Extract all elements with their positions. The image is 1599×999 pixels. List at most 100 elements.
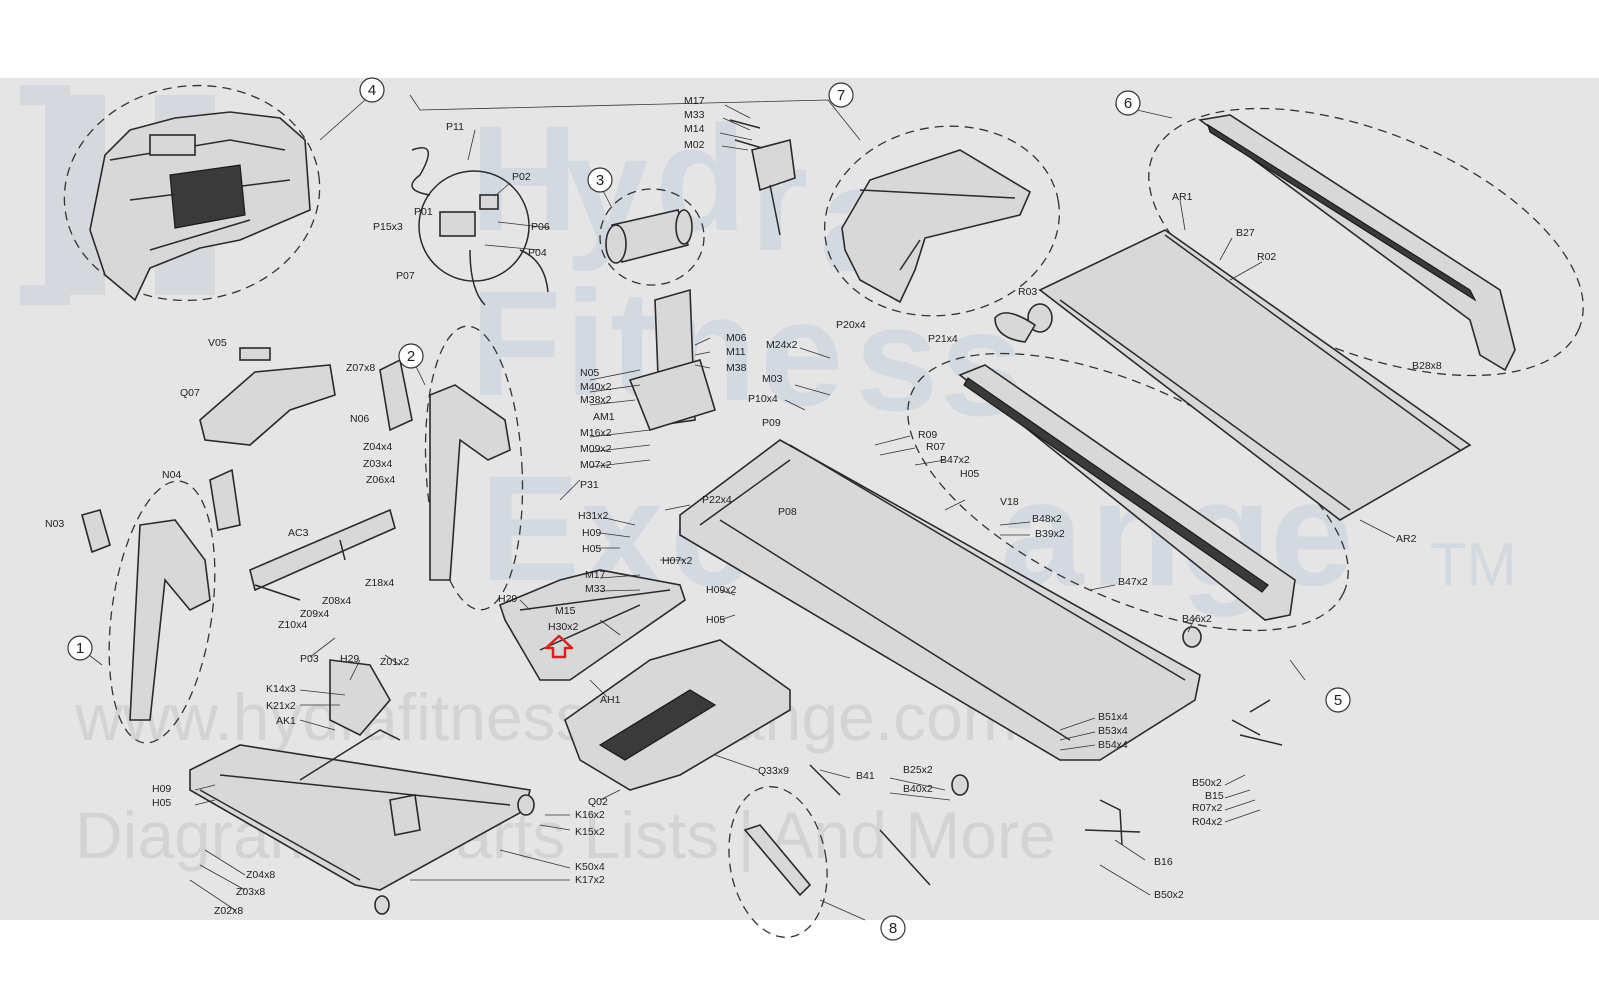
- svg-text:4: 4: [368, 82, 376, 99]
- watermark-letter: r: [750, 114, 808, 282]
- part-label: V05: [208, 337, 227, 349]
- watermark-letter: F: [470, 259, 562, 427]
- part-label: B46x2: [1182, 613, 1212, 625]
- part-label: H05: [706, 614, 725, 626]
- part-label: B50x2: [1192, 777, 1222, 789]
- part-label: B27: [1236, 227, 1255, 239]
- part-label: N06: [350, 413, 369, 425]
- part-label: Z04x4: [363, 441, 392, 453]
- part-lift-motor: [729, 119, 796, 236]
- part-label: H09: [152, 783, 171, 795]
- part-label: R03: [1018, 286, 1037, 298]
- part-label: AM1: [593, 411, 615, 423]
- part-label: K15x2: [575, 826, 605, 838]
- part-label: K17x2: [575, 874, 605, 886]
- part-label: B25x2: [903, 764, 933, 776]
- callout-6: 6: [1115, 90, 1141, 116]
- part-label: P09: [762, 417, 781, 429]
- part-label: AC3: [288, 527, 309, 539]
- part-label: P07: [396, 270, 415, 282]
- watermark-letter: i: [565, 259, 607, 427]
- part-label: N05: [580, 367, 599, 379]
- part-label: H07x2: [662, 555, 693, 567]
- watermark-letter: H: [470, 94, 578, 262]
- part-label: AR1: [1172, 191, 1193, 203]
- callout-7: 7: [828, 82, 854, 108]
- part-label: P04: [528, 247, 547, 259]
- svg-text:3: 3: [596, 172, 604, 189]
- leader-lines: [79, 94, 1396, 921]
- part-label: K16x2: [575, 809, 605, 821]
- part-label: M33: [585, 583, 606, 595]
- part-label: M11: [726, 346, 746, 358]
- part-label: M15: [555, 605, 576, 617]
- part-upright-left: [81, 468, 241, 721]
- part-label: M40x2: [580, 381, 612, 393]
- part-label: Z08x4: [322, 595, 351, 607]
- part-crossbar-ac3: [249, 508, 396, 601]
- part-label: N04: [162, 469, 181, 481]
- part-label: M06: [726, 332, 747, 344]
- part-label: H31x2: [578, 510, 609, 522]
- part-label: R04x2: [1192, 816, 1223, 828]
- callout-2: 2: [398, 343, 424, 369]
- callout-4: 4: [359, 77, 385, 103]
- part-label: M17: [684, 95, 705, 107]
- part-incline-frame: [628, 288, 716, 431]
- callout-1: 1: [67, 635, 93, 661]
- watermark-letter: s: [940, 279, 1023, 447]
- part-label: P08: [778, 506, 797, 518]
- part-label: Z01x2: [380, 656, 409, 668]
- part-label: M38: [726, 362, 747, 374]
- part-label: M03: [762, 373, 783, 385]
- svg-text:1: 1: [76, 640, 84, 657]
- part-label: M09x2: [580, 443, 612, 455]
- part-label: R09: [918, 429, 937, 441]
- part-motor-tray: [564, 639, 791, 791]
- watermark-trademark: TM: [1430, 531, 1517, 598]
- watermark-letter: s: [855, 274, 938, 442]
- part-label: K21x2: [266, 700, 296, 712]
- part-label: H09x2: [706, 584, 737, 596]
- part-label: Z10x4: [278, 619, 307, 631]
- svg-text:7: 7: [837, 87, 845, 104]
- part-label: P31: [580, 479, 599, 491]
- part-label: H05: [960, 468, 979, 480]
- part-label: M02: [684, 139, 705, 151]
- part-label: B47x2: [940, 454, 970, 466]
- up-arrow-icon: [544, 634, 574, 659]
- part-label: AK1: [276, 715, 296, 727]
- part-label: Z18x4: [365, 577, 394, 589]
- part-label: Q07: [180, 387, 200, 399]
- part-label: P22x4: [702, 494, 732, 506]
- part-lift-tube: [809, 764, 931, 886]
- part-label: P02: [512, 171, 531, 183]
- part-main-frame: [679, 439, 1201, 761]
- part-label: P15x3: [373, 221, 403, 233]
- part-label: B47x2: [1118, 576, 1148, 588]
- part-labels: P11 P02 P01 P15x3 P06 P04 P07 M17 M33 M1…: [45, 95, 1442, 917]
- part-label: Z06x4: [366, 474, 395, 486]
- callout-3: 3: [587, 167, 613, 193]
- part-label: P06: [531, 221, 550, 233]
- part-label: Z04x8: [246, 869, 275, 881]
- watermark-url: www.hydrafitnessexchange.com: [74, 680, 1018, 754]
- svg-text:5: 5: [1334, 692, 1342, 709]
- part-label: M17: [585, 569, 606, 581]
- part-rear-roller-bracket: [951, 626, 1283, 846]
- part-label: Z07x8: [346, 362, 375, 374]
- part-label: B39x2: [1035, 528, 1065, 540]
- part-label: B54x4: [1098, 739, 1128, 751]
- part-console: [89, 111, 311, 302]
- part-side-rail-right: [1198, 114, 1516, 372]
- part-side-rail-left: [958, 364, 1296, 621]
- part-upright-right: [379, 358, 511, 581]
- watermark-letter: e: [760, 269, 843, 437]
- part-label: M14: [684, 123, 705, 135]
- part-label: B28x8: [1412, 360, 1442, 372]
- part-label: H09: [582, 527, 601, 539]
- part-end-cap: [199, 347, 336, 446]
- part-running-deck: [994, 229, 1472, 521]
- part-label: H05: [152, 797, 171, 809]
